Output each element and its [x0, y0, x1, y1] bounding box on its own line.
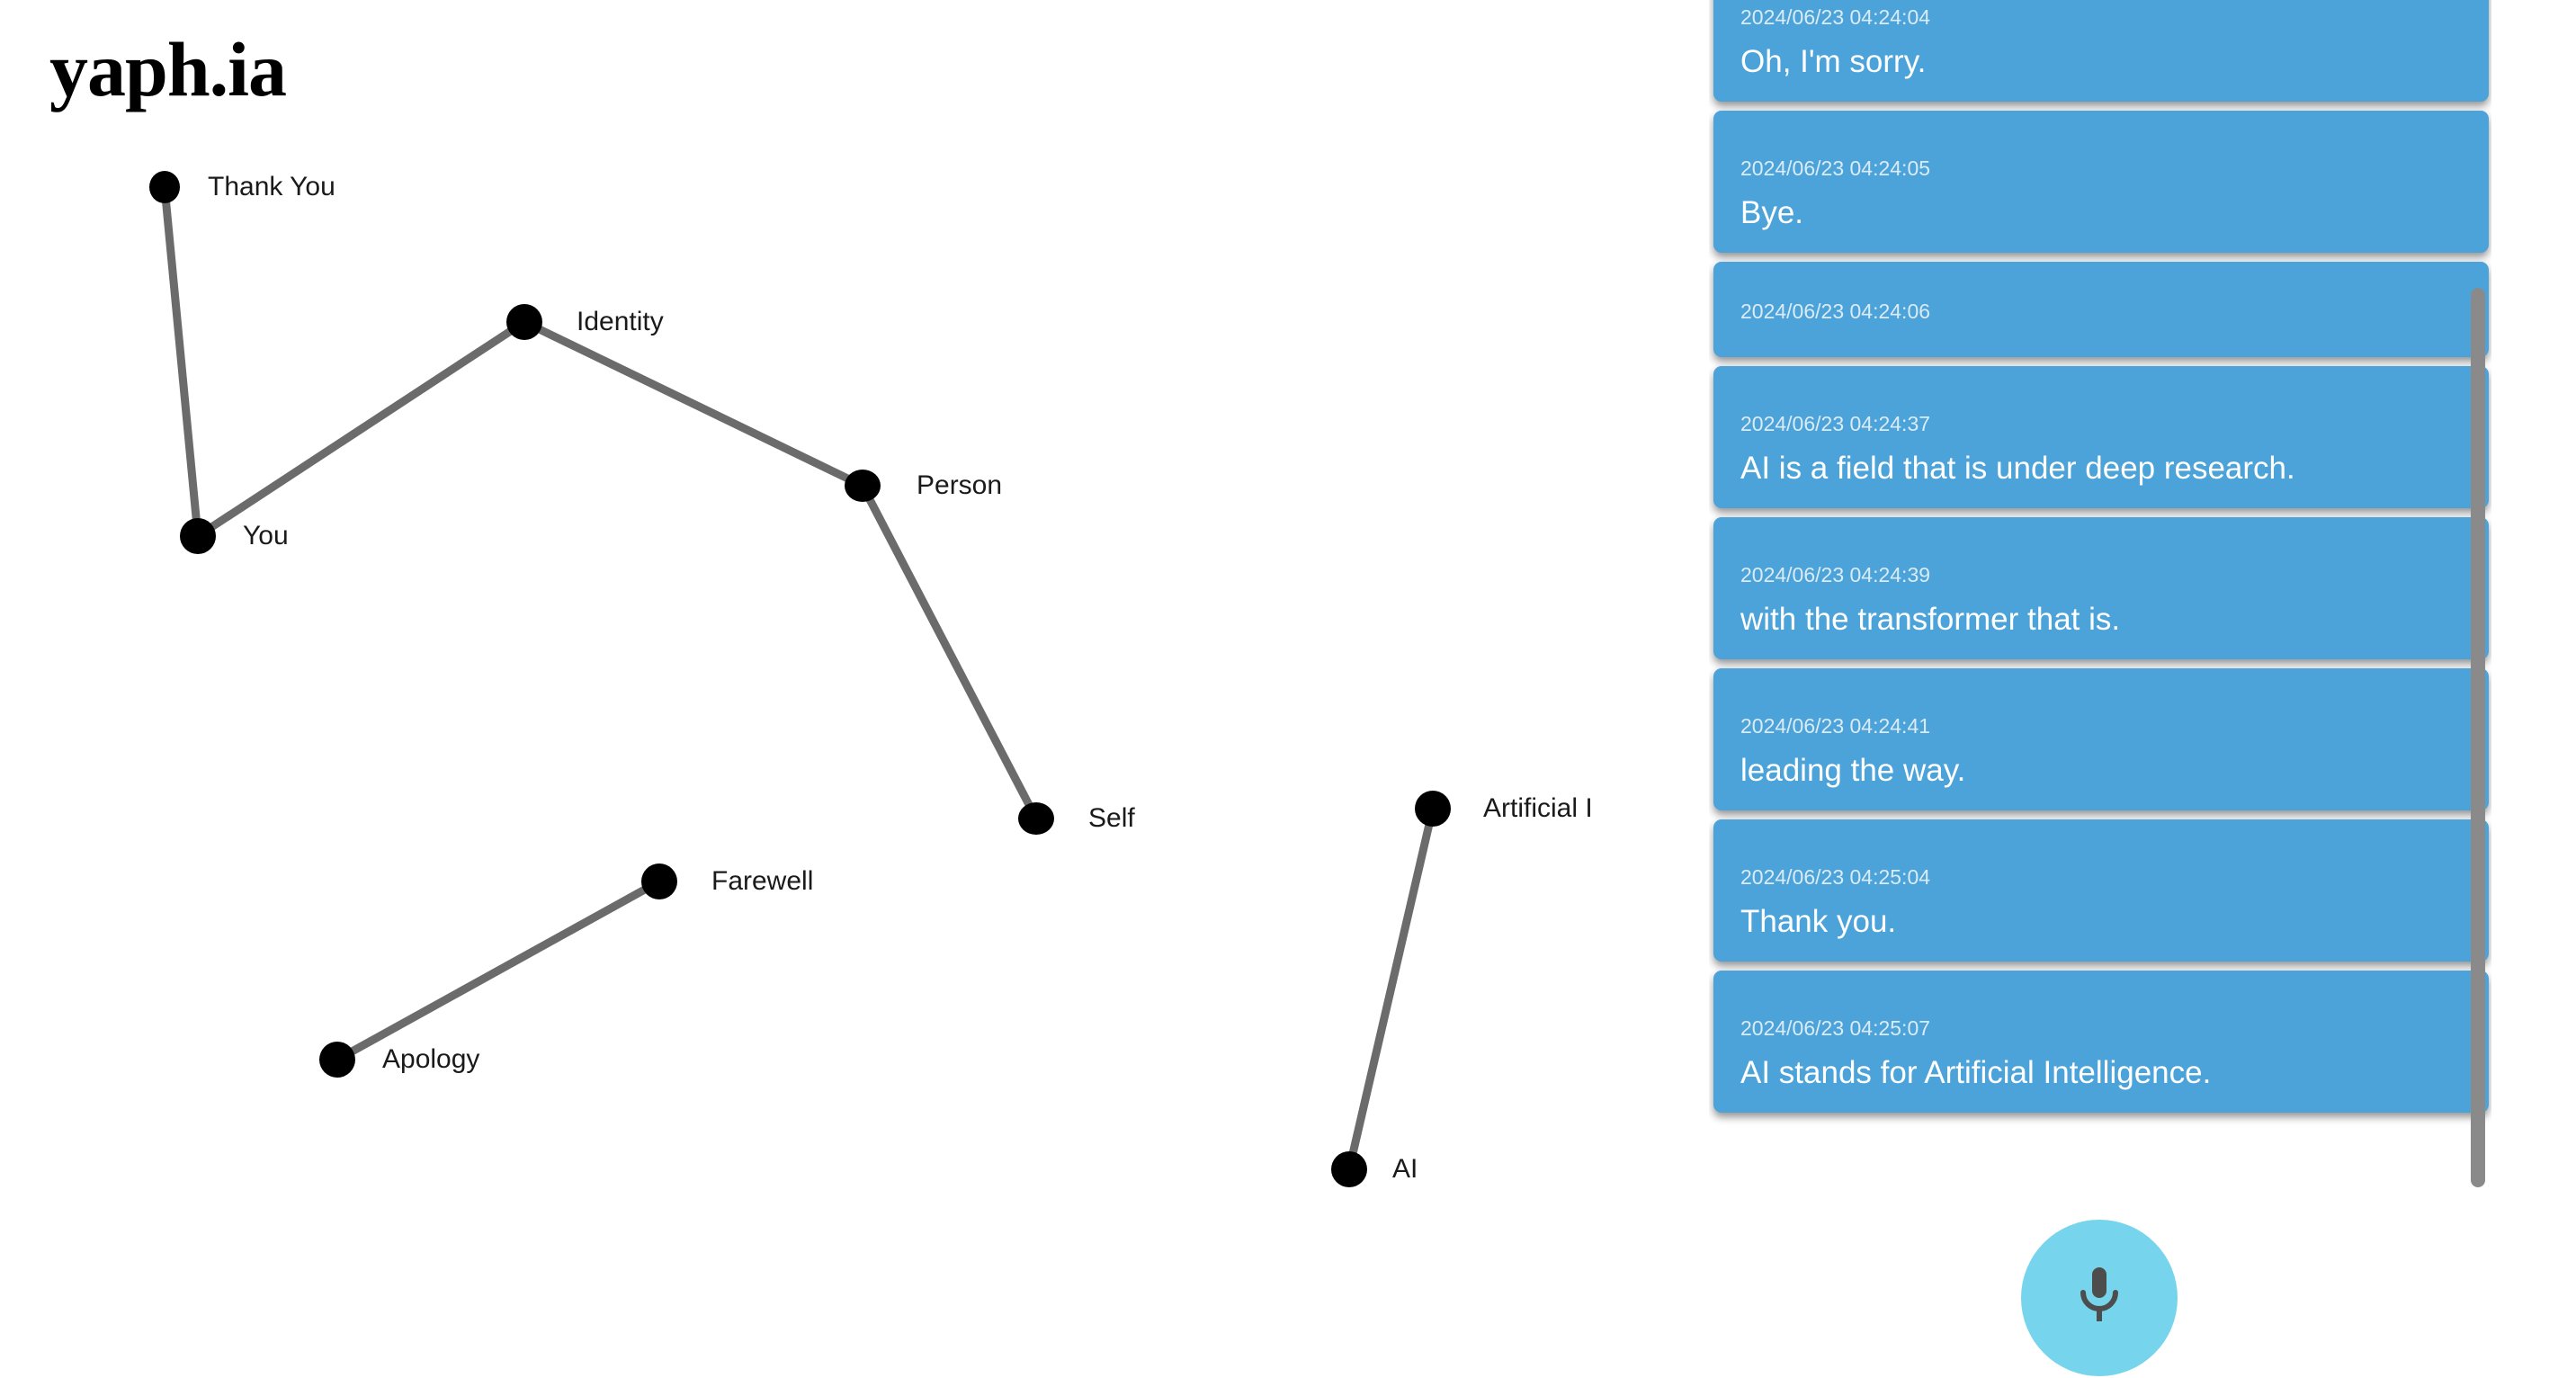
microphone-record-button[interactable] [2021, 1220, 2178, 1376]
graph-edge [1345, 807, 1437, 1171]
graph-node-person[interactable]: Person [845, 470, 1002, 502]
graph-edge [859, 483, 1040, 821]
chat-message-card[interactable]: 2024/06/23 04:24:41 leading the way. [1713, 668, 2489, 810]
graph-node-label: Thank You [208, 172, 335, 201]
chat-message-timestamp: 2024/06/23 04:24:37 [1740, 411, 1931, 435]
chat-message-timestamp: 2024/06/23 04:25:07 [1740, 1016, 1931, 1040]
graph-node-dot[interactable] [641, 863, 677, 899]
graph-node-dot[interactable] [1331, 1151, 1367, 1187]
graph-node-label: Farewell [711, 866, 813, 896]
chat-message-timestamp: 2024/06/23 04:24:05 [1740, 156, 1931, 180]
graph-node-label: You [243, 521, 289, 550]
chat-message-text: leading the way. [1740, 753, 1966, 789]
graph-edge [160, 186, 202, 537]
chat-message-text: Thank you. [1740, 904, 1897, 940]
graph-edge [335, 878, 662, 1063]
graph-node-label: Person [917, 470, 1002, 500]
graph-node-dot[interactable] [319, 1042, 355, 1078]
chat-message-card[interactable]: 2024/06/23 04:24:39 with the transformer … [1713, 517, 2489, 659]
graph-node-ai[interactable]: AI [1331, 1151, 1418, 1187]
chat-scrollbar-thumb[interactable] [2471, 288, 2485, 1187]
graph-node-label: AI [1392, 1154, 1418, 1184]
chat-message-timestamp: 2024/06/23 04:24:41 [1740, 713, 1931, 738]
graph-node-dot[interactable] [180, 518, 216, 554]
graph-node-identity[interactable]: Identity [506, 304, 664, 340]
chat-message-card[interactable]: 2024/06/23 04:25:07 AI stands for Artific… [1713, 971, 2489, 1113]
graph-node-you[interactable]: You [180, 518, 289, 554]
chat-message-text: AI stands for Artificial Intelligence. [1740, 1055, 2212, 1091]
graph-node-label: Identity [577, 307, 664, 336]
graph-node-dot[interactable] [149, 171, 180, 203]
chat-message-text: with the transformer that is. [1740, 602, 2121, 638]
graph-node-apology[interactable]: Apology [319, 1042, 479, 1078]
chat-message-timestamp: 2024/06/23 04:24:06 [1740, 300, 1931, 324]
graph-node-farewell[interactable]: Farewell [641, 863, 813, 899]
app-logo: yaph.ia [49, 26, 287, 112]
chat-message-timestamp: 2024/06/23 04:25:04 [1740, 864, 1931, 889]
chat-message-timestamp: 2024/06/23 04:24:04 [1740, 4, 1931, 29]
chat-message-text: Bye. [1740, 195, 1804, 231]
graph-node-thank-you[interactable]: Thank You [149, 171, 335, 203]
graph-node-label: Artificial I [1483, 793, 1593, 823]
graph-node-label: Apology [382, 1044, 479, 1074]
graph-node-artificial-i[interactable]: Artificial I [1415, 791, 1593, 827]
chat-message-card[interactable]: 2024/06/23 04:24:06 [1713, 262, 2489, 357]
chat-message-card[interactable]: 2024/06/23 04:24:37 AI is a field that is… [1713, 366, 2489, 508]
graph-node-dot[interactable] [845, 470, 881, 502]
chat-scrollbar-track[interactable] [2471, 288, 2485, 1187]
graph-node-label: Self [1088, 803, 1135, 833]
chat-message-timestamp: 2024/06/23 04:24:39 [1740, 562, 1931, 586]
graph-edge [195, 318, 527, 540]
chat-message-text: AI is a field that is under deep researc… [1740, 451, 2295, 487]
graph-node-dot[interactable] [1018, 802, 1054, 835]
chat-message-text: Oh, I'm sorry. [1740, 44, 1927, 80]
graph-node-dot[interactable] [1415, 791, 1451, 827]
graph-edge-group [160, 186, 1437, 1171]
graph-node-self[interactable]: Self [1018, 802, 1135, 835]
graph-edge [523, 318, 864, 490]
microphone-icon [2074, 1264, 2124, 1332]
graph-node-dot[interactable] [506, 304, 542, 340]
